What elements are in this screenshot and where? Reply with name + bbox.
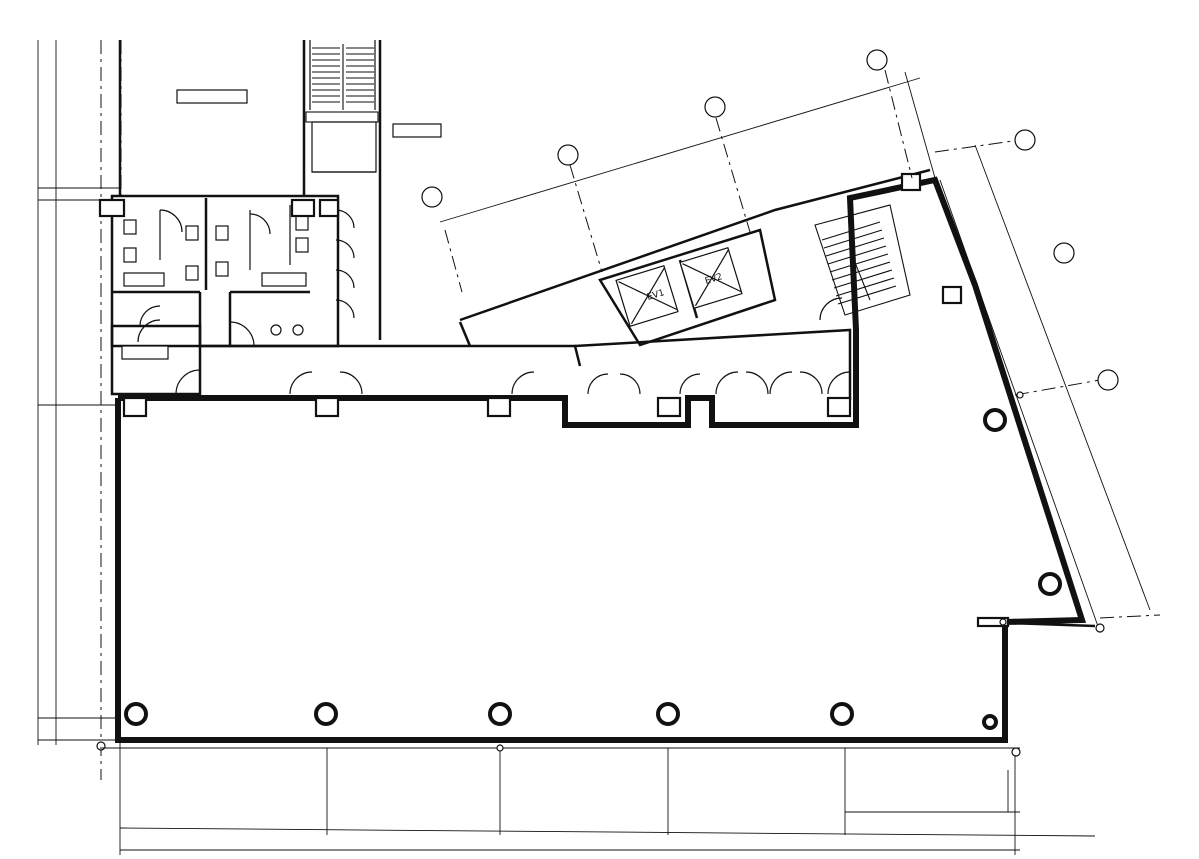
diagonal-core: EV1 EV2 (459, 168, 931, 347)
left-dimension-system (37, 40, 122, 780)
square-columns (98, 172, 963, 418)
toilet-block (110, 194, 355, 396)
bottom-dimension-system (100, 740, 1096, 855)
round-columns (124, 408, 1062, 730)
core-stair (814, 204, 911, 316)
axis-bubbles (421, 49, 1119, 391)
upper-left-wing (118, 40, 442, 340)
elevator-label-2: EV2 (704, 272, 724, 287)
corridor (200, 321, 852, 400)
diagonal-axes (439, 69, 1161, 633)
upper-stair (305, 44, 379, 123)
main-hall-outline (115, 176, 1087, 743)
elevator-label-1: EV1 (646, 288, 666, 303)
